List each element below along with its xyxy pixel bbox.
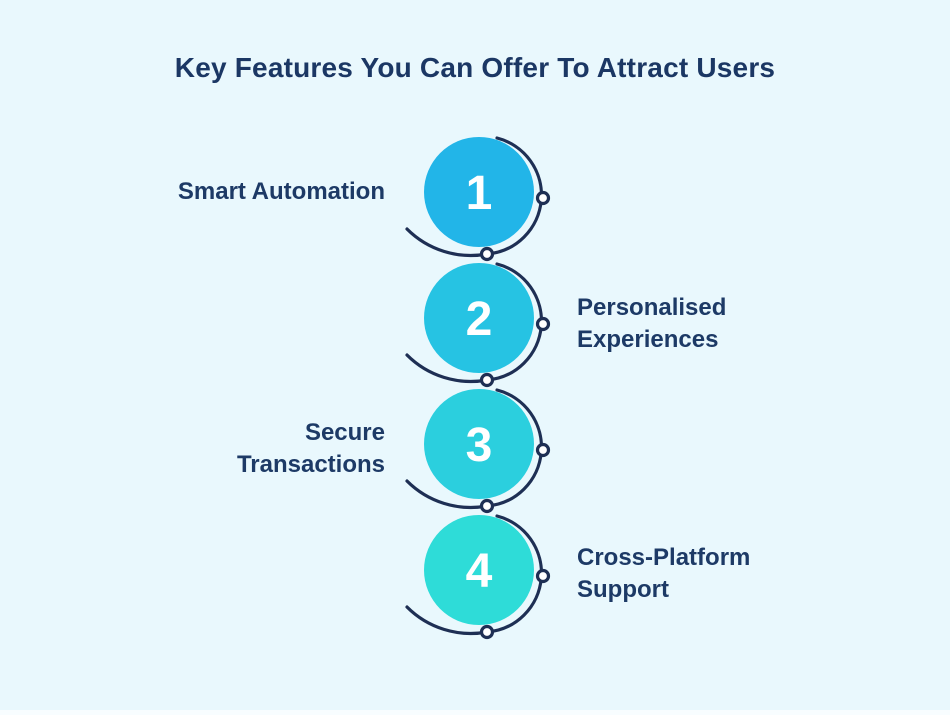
- feature-3-graphic: 3: [405, 388, 551, 514]
- bottom-edge-strip: [0, 710, 950, 715]
- number-circle-1: [424, 137, 534, 247]
- orbit-node-icon: [479, 624, 495, 640]
- orbit-node-icon: [479, 498, 495, 514]
- feature-3-label: Secure Transactions: [236, 419, 385, 478]
- orbit-node-icon: [479, 246, 495, 262]
- step-number-3: 3: [466, 419, 493, 472]
- orbit-node-icon: [535, 190, 551, 206]
- feature-1-label: Smart Automation: [177, 178, 385, 205]
- orbit-node-icon: [535, 442, 551, 458]
- feature-1-graphic: 1: [405, 136, 551, 262]
- orbit-arc-icon: [405, 262, 544, 384]
- orbit-arc-icon: [405, 514, 544, 636]
- number-circle-3: [424, 389, 534, 499]
- feature-2-graphic: 2: [405, 262, 551, 388]
- number-circle-4: [424, 515, 534, 625]
- feature-4-label: Cross-Platform Support: [577, 544, 751, 603]
- orbit-node-icon: [535, 568, 551, 584]
- step-number-1: 1: [466, 167, 493, 220]
- number-circle-2: [424, 263, 534, 373]
- page-title: Key Features You Can Offer To Attract Us…: [174, 52, 776, 83]
- step-number-4: 4: [466, 545, 493, 598]
- feature-4-graphic: 4: [405, 514, 551, 640]
- orbit-arc-icon: [405, 388, 544, 510]
- step-number-2: 2: [466, 293, 493, 346]
- orbit-arc-icon: [405, 136, 544, 258]
- feature-2-label: Personalised Experiences: [577, 294, 727, 353]
- orbit-node-icon: [479, 372, 495, 388]
- orbit-node-icon: [535, 316, 551, 332]
